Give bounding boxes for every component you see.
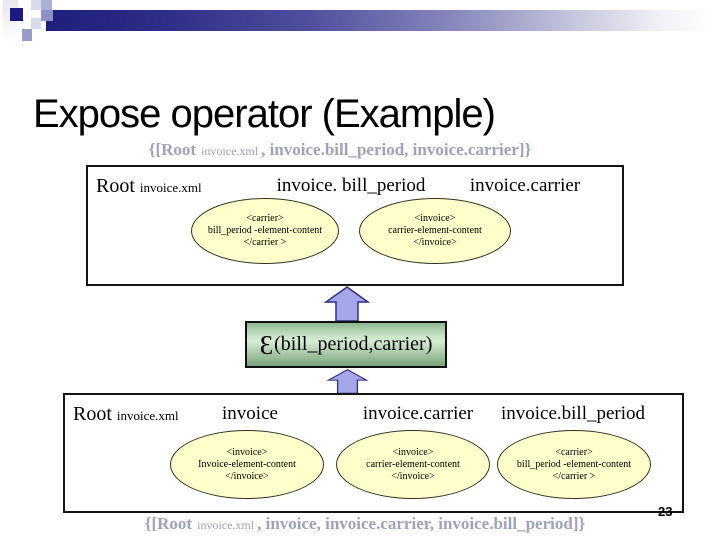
- page-title: Expose operator (Example): [33, 92, 496, 136]
- ellipse-line: carrier-element-content: [366, 458, 460, 470]
- caption-small-text: invoice.xml: [197, 518, 255, 532]
- top-ellipse-carrier: <invoice> carrier-element-content </invo…: [359, 198, 511, 264]
- up-arrow-icon: [326, 369, 369, 394]
- bottom-root-label: Root invoice.xml: [73, 403, 179, 426]
- subtitle-suffix: , invoice.bill_period, invoice.carrier]}: [261, 140, 532, 159]
- ellipse-line: </invoice>: [413, 237, 457, 248]
- ellipse-line: bill_period -element-content: [516, 458, 632, 470]
- ellipse-line: <invoice>: [414, 213, 456, 224]
- expose-operator-box: Ɛ(bill_period,carrier): [245, 321, 447, 368]
- caption-suffix: , invoice, invoice.carrier, invoice.bill…: [257, 514, 586, 533]
- ellipse-line: carrier-element-content: [388, 225, 482, 236]
- bottom-root-text: Root: [73, 403, 112, 425]
- header-vertical-gradient-bar: [3, 0, 18, 43]
- ellipse-line: <invoice>: [226, 446, 268, 458]
- subtitle-expression: {[Root invoice.xml, invoice.bill_period, …: [60, 140, 620, 160]
- page-number: 23: [658, 504, 673, 519]
- ellipse-line: Invoice-element-content: [198, 458, 296, 470]
- epsilon-symbol: Ɛ: [259, 329, 274, 360]
- bottom-ellipse-bill-period: <carrier> bill_period -element-content <…: [497, 430, 651, 499]
- ellipse-line: <invoice>: [392, 446, 434, 458]
- caption-prefix: {[Root: [144, 514, 193, 533]
- ellipse-line: </invoice>: [391, 470, 435, 482]
- decor-square-mid-top: [41, 0, 52, 10]
- decor-square-light-bottom: [31, 18, 41, 29]
- caption-expression: {[Root invoice.xml, invoice, invoice.carr…: [60, 514, 670, 534]
- bottom-ellipse-invoice: <invoice> Invoice-element-content </invo…: [170, 430, 324, 499]
- ellipse-line: </carrier >: [552, 470, 596, 482]
- decor-square-navy: [10, 8, 23, 21]
- subtitle-small-text: invoice.xml: [201, 144, 259, 158]
- decor-square-purple: [22, 29, 32, 41]
- top-root-text: Root: [96, 175, 135, 197]
- top-header-carrier: invoice.carrier: [469, 175, 581, 196]
- bottom-ellipse-carrier: <invoice> carrier-element-content </invo…: [336, 430, 490, 499]
- ellipse-line: bill_period -element-content: [207, 225, 323, 236]
- top-header-bill-period: invoice. bill_period: [276, 175, 426, 196]
- subtitle-prefix: {[Root: [148, 140, 197, 159]
- top-result-box: Root invoice.xml invoice. bill_period inv…: [86, 165, 624, 286]
- header-gradient-bar: [46, 10, 712, 31]
- bottom-header-carrier: invoice.carrier: [362, 403, 474, 424]
- top-ellipse-bill-period: <carrier> bill_period -element-content <…: [191, 198, 339, 264]
- ellipse-line: </carrier >: [243, 237, 287, 248]
- ellipse-line: </invoice>: [225, 470, 269, 482]
- top-root-small-text: invoice.xml: [139, 180, 202, 195]
- bottom-header-invoice: invoice: [222, 403, 278, 424]
- ellipse-line: <carrier>: [246, 213, 284, 224]
- top-root-label: Root invoice.xml: [96, 175, 202, 198]
- decor-square-light-top: [31, 0, 41, 10]
- bottom-header-bill-period: invoice.bill_period: [500, 403, 646, 424]
- decor-square-mid: [41, 10, 53, 21]
- ellipse-line: <carrier>: [555, 446, 593, 458]
- operator-label: (bill_period,carrier): [274, 333, 433, 355]
- bottom-root-small-text: invoice.xml: [116, 408, 179, 423]
- up-arrow-icon: [323, 286, 371, 322]
